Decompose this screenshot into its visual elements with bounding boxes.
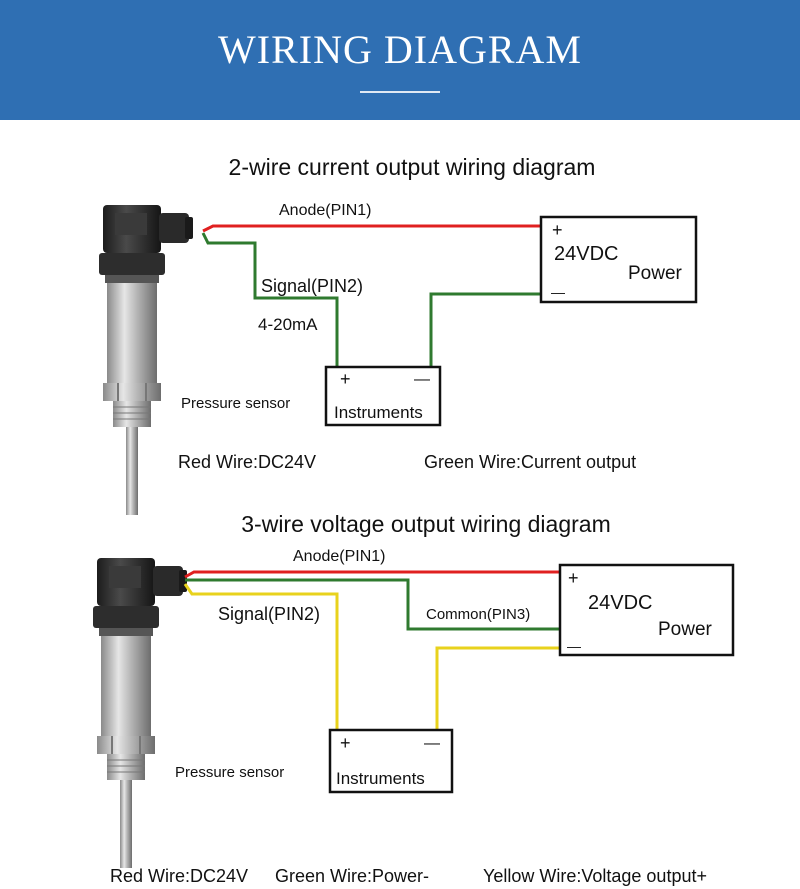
instr-label: Instruments [334,403,423,422]
header-banner: WIRING DIAGRAM [0,0,800,120]
power-label: Power [658,619,713,640]
instruments-box [328,728,454,794]
green-wire-note: Green Wire:Power- [275,866,429,886]
signal-label: Signal(PIN2) [261,276,363,296]
signal-label: Signal(PIN2) [218,604,320,624]
green-wire-note: Green Wire:Current output [424,452,636,472]
diagram-2wire-title: 2-wire current output wiring diagram [229,154,596,180]
red-wire-note: Red Wire:DC24V [110,866,248,886]
power-plus: + [568,568,579,588]
diagram-2wire: 2-wire current output wiring diagram Ano… [98,154,698,516]
power-voltage: 24VDC [588,592,652,614]
power-minus: — [567,638,581,654]
current-label: 4-20mA [258,315,318,334]
page-title: WIRING DIAGRAM [218,27,582,72]
common-label: Common(PIN3) [426,606,530,623]
sensor-label: Pressure sensor [175,764,284,781]
return-wire [429,292,541,367]
signal-wire [183,583,339,730]
anode-label: Anode(PIN1) [279,202,372,219]
red-wire [202,224,541,233]
title-underline [360,91,440,93]
sensor-label: Pressure sensor [181,395,290,412]
power-minus: — [551,284,565,300]
power-voltage: 24VDC [554,243,618,265]
red-wire [184,570,560,579]
instr-plus: + [340,369,351,389]
yellow-wire-note: Yellow Wire:Voltage output+ [483,866,707,886]
diagram-3wire-title: 3-wire voltage output wiring diagram [241,511,610,537]
power-label: Power [628,263,683,284]
power-plus: + [552,220,563,240]
common-wire [185,578,560,631]
diagram-3wire: 3-wire voltage output wiring diagram Ano… [92,511,735,886]
anode-label: Anode(PIN1) [293,548,386,565]
instruments-box [324,365,442,427]
power-box [558,563,735,657]
instr-minus: — [414,371,430,388]
red-wire-note: Red Wire:DC24V [178,452,316,472]
instr-minus: — [424,735,440,752]
signal-wire [201,232,339,367]
instr-plus: + [340,733,351,753]
power-box [539,215,698,304]
instr-label: Instruments [336,769,425,788]
return-wire [435,646,560,730]
pressure-sensor-icon [92,557,188,869]
